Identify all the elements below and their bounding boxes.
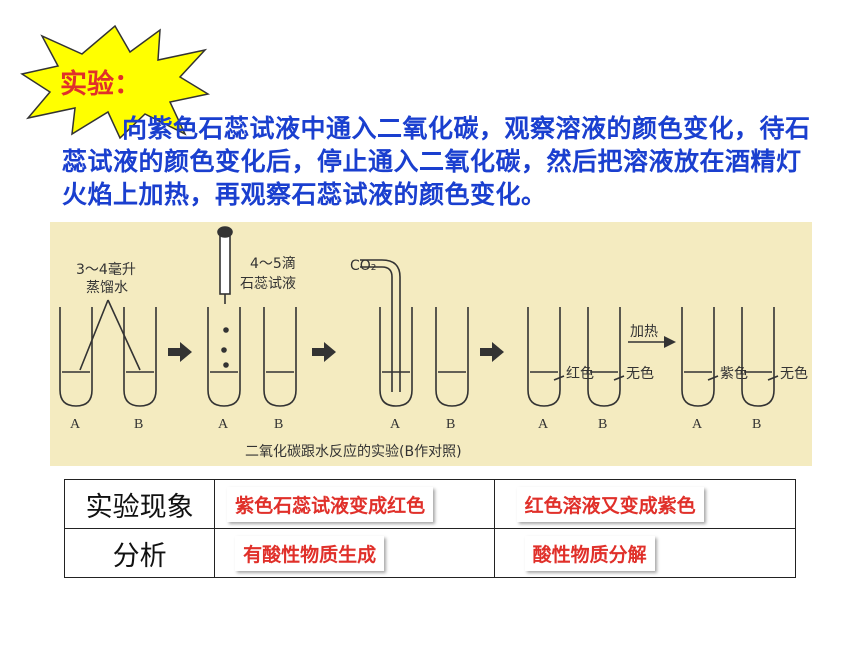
answer-tag: 酸性物质分解 <box>524 535 655 571</box>
tube-label: B <box>134 417 143 432</box>
tube-2b <box>263 307 297 407</box>
intro-paragraph: 向紫色石蕊试液中通入二氧化碳，观察溶液的颜色变化，待石蕊试液的颜色变化后，停止通… <box>62 114 811 209</box>
tube-label: A <box>218 417 229 432</box>
table-cell: 紫色石蕊试液变成红色 <box>214 479 495 529</box>
table-cell: 有酸性物质生成 <box>214 528 495 578</box>
table-cell: 红色溶液又变成紫色 <box>493 479 797 529</box>
step1-label-line1: 3～4毫升 <box>76 261 136 278</box>
tube-label: A <box>390 417 401 432</box>
tube-2a <box>207 307 241 407</box>
experiment-figure: 3～4毫升 蒸馏水 4～5滴 石蕊试液 CO₂ 加热 红色 无色 紫色 无色 A… <box>50 222 812 466</box>
dropper <box>219 231 231 295</box>
tube-label: A <box>538 417 549 432</box>
experiment-title: 实验： <box>60 69 141 100</box>
tube-label: B <box>752 417 761 432</box>
answer-tag: 有酸性物质生成 <box>235 535 385 571</box>
tube-1b <box>123 307 157 407</box>
row-header-analysis: 分析 <box>63 528 216 578</box>
tube-label: B <box>598 417 607 432</box>
row-header-phenomenon: 实验现象 <box>63 479 216 529</box>
tube-5b <box>741 307 775 407</box>
heat-label: 加热 <box>630 324 658 340</box>
tube-4b <box>587 307 621 407</box>
step2-label-line1: 4～5滴 <box>250 255 296 272</box>
arrow-2 <box>312 342 336 362</box>
purple-label: 紫色 <box>720 365 748 382</box>
starburst-shape <box>20 24 210 140</box>
table-row: 分析 有酸性物质生成 酸性物质分解 <box>63 528 797 578</box>
red-label: 红色 <box>566 365 594 382</box>
tube-label: A <box>70 417 81 432</box>
tube-3b <box>435 307 469 407</box>
step1-label-line2: 蒸馏水 <box>86 280 128 296</box>
co2-pipe <box>360 266 393 392</box>
arrow-heat <box>664 336 676 348</box>
step2-label-line2: 石蕊试液 <box>240 276 296 292</box>
co2-label: CO₂ <box>350 258 376 274</box>
experiment-diagram: 3～4毫升 蒸馏水 4～5滴 石蕊试液 CO₂ 加热 红色 无色 紫色 无色 A… <box>59 226 808 460</box>
tube-label: B <box>274 417 283 432</box>
tube-4a <box>527 307 561 407</box>
tube-1a <box>59 307 93 407</box>
answer-tag: 红色溶液又变成紫色 <box>516 486 704 522</box>
table-cell: 酸性物质分解 <box>493 528 797 578</box>
arrow-1 <box>168 342 192 362</box>
tube-3a <box>379 307 413 407</box>
arrow-3 <box>480 342 504 362</box>
tube-label: B <box>446 417 455 432</box>
colorless-label-2: 无色 <box>780 365 808 382</box>
tube-label: A <box>692 417 703 432</box>
tube-5a <box>681 307 715 407</box>
result-table: 实验现象 紫色石蕊试液变成红色 红色溶液又变成紫色 分析 有酸性物质生成 酸性物… <box>63 479 797 578</box>
colorless-label-1: 无色 <box>626 365 654 382</box>
answer-tag: 紫色石蕊试液变成红色 <box>227 486 434 522</box>
table-row: 实验现象 紫色石蕊试液变成红色 红色溶液又变成紫色 <box>63 479 797 529</box>
figure-caption: 二氧化碳跟水反应的实验(B作对照) <box>245 443 462 460</box>
